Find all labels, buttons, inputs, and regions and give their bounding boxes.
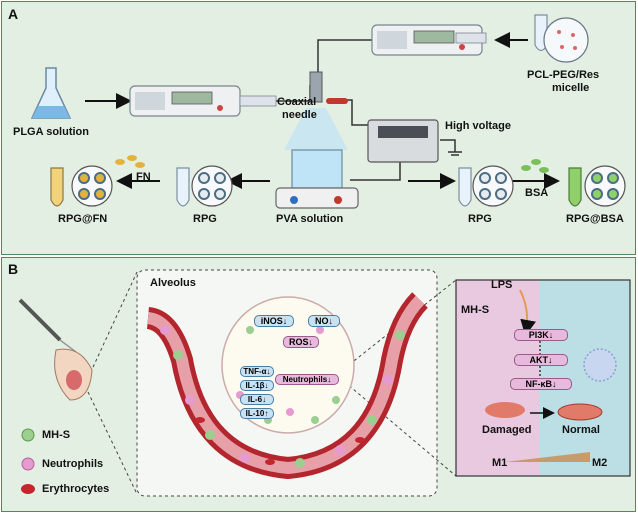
damaged-label: Damaged (482, 424, 532, 436)
panel-b-letter: B (8, 261, 19, 277)
rpg-fn-label: RPG@FN (58, 213, 108, 225)
pva-stirrer-icon (275, 149, 359, 209)
normal-label: Normal (562, 424, 600, 436)
akt-pill: AKT↓ (514, 354, 568, 366)
legend-neutrophil-icon (21, 457, 35, 471)
legend-erythrocyte-icon (21, 484, 35, 494)
m2-label: M2 (592, 457, 608, 469)
coaxial-needle-icon (284, 71, 348, 150)
micelle-label-1: PCL-PEG/Res (527, 69, 600, 81)
micelle-tube-icon (534, 14, 589, 63)
plga-flask-icon (30, 67, 72, 119)
syringe-pump-top-icon (371, 24, 487, 56)
high-voltage-label: High voltage (445, 120, 512, 132)
m1-label: M1 (492, 457, 508, 469)
bsa-label: BSA (525, 187, 549, 199)
rpg-bsa-tube-icon (568, 165, 626, 207)
panel-a-letter: A (8, 6, 19, 22)
cytokine-pill-3: IL-6↓ (240, 394, 274, 405)
m1-m2-wedge (505, 452, 590, 462)
pva-solution-label: PVA solution (276, 213, 344, 225)
legend-neutrophils-label: Neutrophils (42, 458, 104, 470)
injection-syringe-icon (18, 298, 93, 401)
rpg-bsa-label: RPG@BSA (566, 213, 624, 225)
legend-mhs-icon (21, 428, 35, 442)
pi3k-pill: PI3K↓ (514, 329, 568, 341)
fn-particles-icon (115, 155, 145, 168)
rpg-left-label: RPG (193, 213, 217, 225)
damaged-mito-icon (485, 402, 525, 418)
no-pill: NO↓ (308, 315, 340, 327)
mhs-box-border (455, 279, 631, 477)
cytokine-pill-4: IL-10↑ (240, 408, 274, 419)
normal-mito-icon (557, 403, 603, 421)
micelle-label-2: micelle (552, 82, 590, 94)
legend-mhs-label: MH-S (42, 429, 71, 441)
neutrophils-pill: Neutrophils↓ (275, 374, 339, 385)
rpg-fn-tube-icon (50, 165, 113, 207)
lps-arrow (519, 289, 537, 336)
coaxial-label-1: Coaxial (277, 96, 317, 108)
rpg-left-tube-icon (176, 165, 233, 207)
fn-label: FN (136, 171, 151, 183)
ros-pill: ROS↓ (283, 336, 319, 348)
syringe-pump-left-icon (129, 85, 277, 117)
alveolus-label: Alveolus (150, 277, 196, 289)
high-voltage-box-icon (367, 119, 439, 163)
rpg-right-tube-icon (458, 165, 514, 207)
plga-solution-label: PLGA solution (13, 126, 89, 138)
bsa-particles-icon (521, 159, 549, 173)
cytokine-pill-2: IL-1β↓ (240, 380, 274, 391)
coaxial-label-2: needle (282, 109, 317, 121)
lps-label: LPS (491, 279, 513, 291)
mhs-label: MH-S (461, 304, 490, 316)
inos-pill: iNOS↓ (254, 315, 294, 327)
rpg-right-label: RPG (468, 213, 492, 225)
vessel-cells (160, 325, 405, 468)
cytokine-pill-1: TNF-α↓ (240, 366, 274, 377)
legend-erythrocytes-label: Erythrocytes (42, 483, 110, 495)
nfkb-pill: NF-κB↓ (510, 378, 572, 390)
macrophage-icon (583, 348, 617, 382)
